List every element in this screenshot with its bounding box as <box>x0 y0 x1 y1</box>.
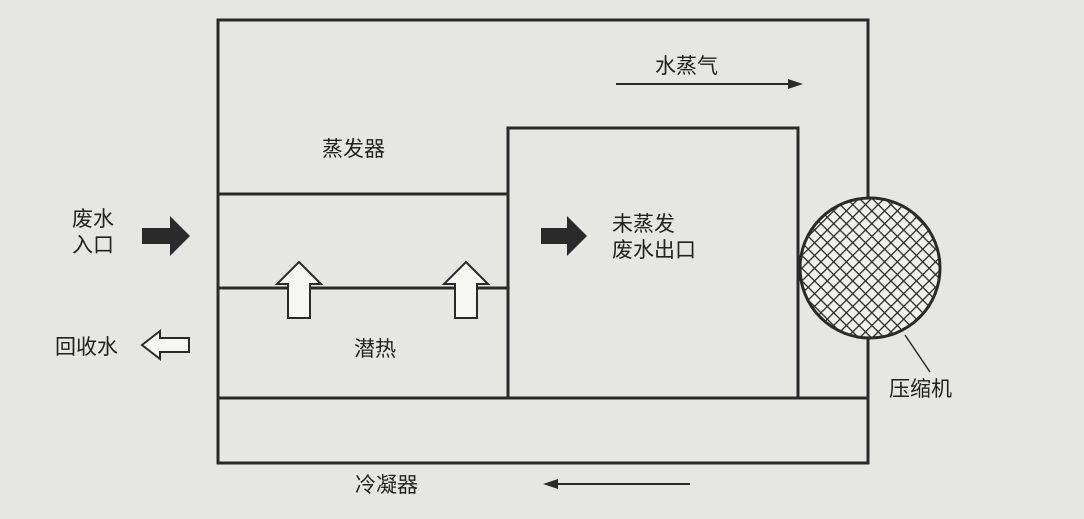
heat-up-arrow-left <box>274 260 324 319</box>
evaporator-label: 蒸发器 <box>322 137 385 161</box>
unevaporated-outlet-label: 未蒸发 废水出口 <box>612 212 696 263</box>
latent-heat-label: 潜热 <box>354 337 396 361</box>
unevaporated-outlet-arrow <box>541 216 587 256</box>
condenser-label: 冷凝器 <box>355 473 418 497</box>
recovered-water-arrow <box>140 328 190 362</box>
recovered-water-label: 回收水 <box>55 335 118 359</box>
heat-up-arrow-right <box>441 260 491 319</box>
wastewater-inlet-label: 废水 入口 <box>72 207 114 258</box>
compressor-icon <box>798 196 942 340</box>
condenser-flow-arrow <box>543 479 690 489</box>
wastewater-inlet-arrow <box>142 216 190 256</box>
compressor-label: 压缩机 <box>889 377 952 401</box>
compressor-leader-line <box>904 334 931 373</box>
vapor-flow-arrow <box>616 79 803 89</box>
vapor-label: 水蒸气 <box>655 54 718 78</box>
